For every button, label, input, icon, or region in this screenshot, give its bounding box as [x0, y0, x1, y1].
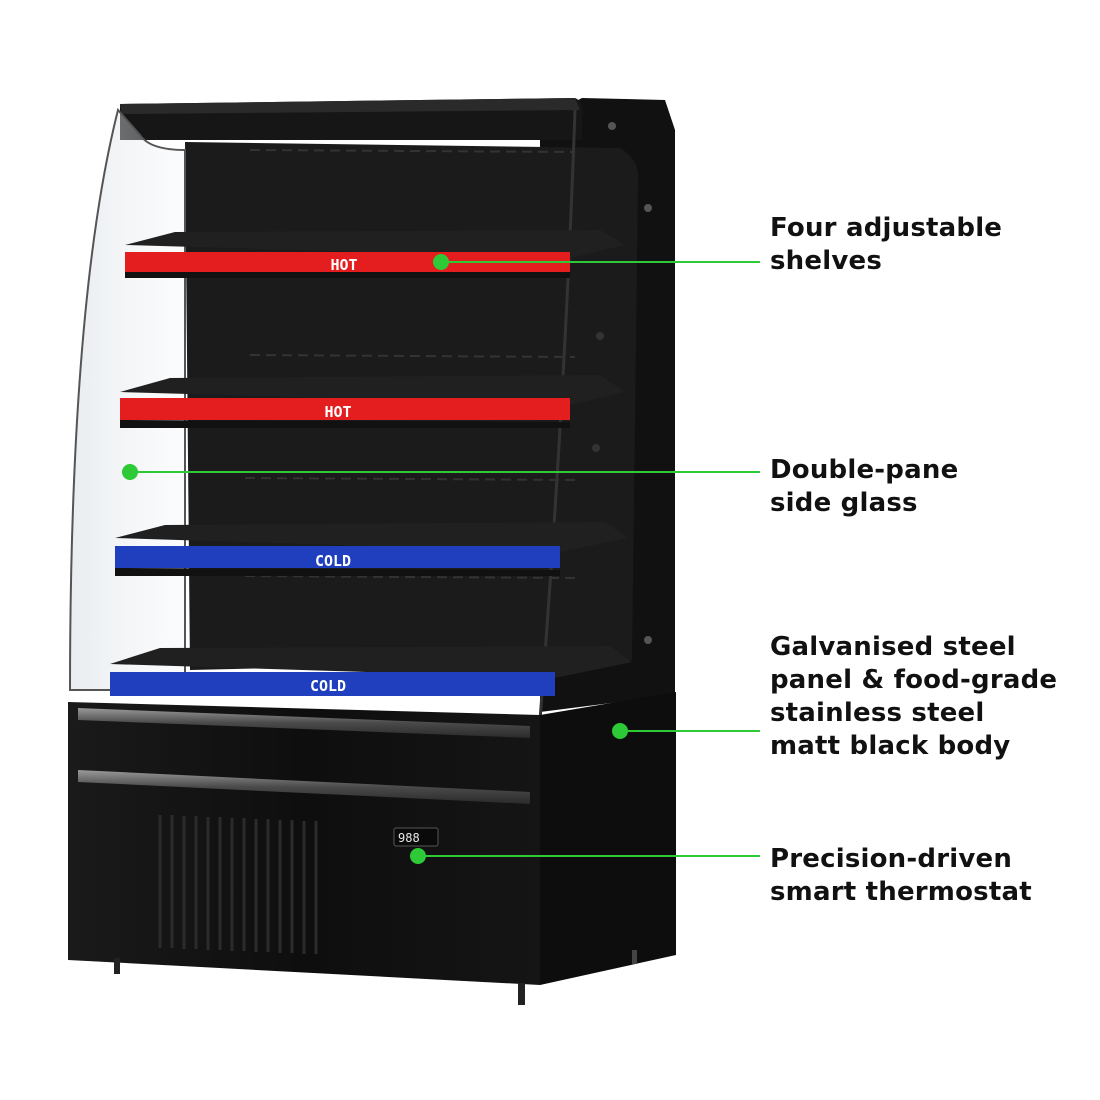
thermostat-panel [393, 827, 439, 847]
shelf-3-front [115, 546, 560, 568]
callout-line-body [620, 730, 760, 732]
callout-body: Galvanised steel panel & food-grade stai… [770, 632, 1058, 761]
upper-rail [78, 708, 530, 738]
foot [114, 958, 120, 974]
callout-line-thermostat [418, 855, 760, 857]
callout-dot-shelves [433, 254, 449, 270]
callout-dot-thermostat [410, 848, 426, 864]
shelf-1-front [125, 252, 570, 272]
foot [632, 950, 637, 964]
vent-grille [158, 815, 318, 954]
thermostat-readout: 988 [398, 831, 420, 845]
callout-line-glass [130, 471, 760, 473]
shelf-3-label: COLD [315, 552, 351, 570]
foot [518, 983, 525, 1005]
callout-glass: Double-pane side glass [770, 455, 959, 518]
callout-line-shelves [441, 261, 760, 263]
shelf-1-label: HOT [330, 256, 357, 274]
shelf-4-label: COLD [310, 677, 346, 695]
callout-dot-glass [122, 464, 138, 480]
callout-shelves: Four adjustable shelves [770, 213, 1003, 276]
shelf-2-label: HOT [324, 403, 351, 421]
lower-rail [78, 770, 530, 804]
callout-thermostat: Precision-driven smart thermostat [770, 844, 1032, 907]
callout-dot-body [612, 723, 628, 739]
shelf-2-front [120, 398, 570, 420]
shelf-4-front [110, 672, 555, 696]
